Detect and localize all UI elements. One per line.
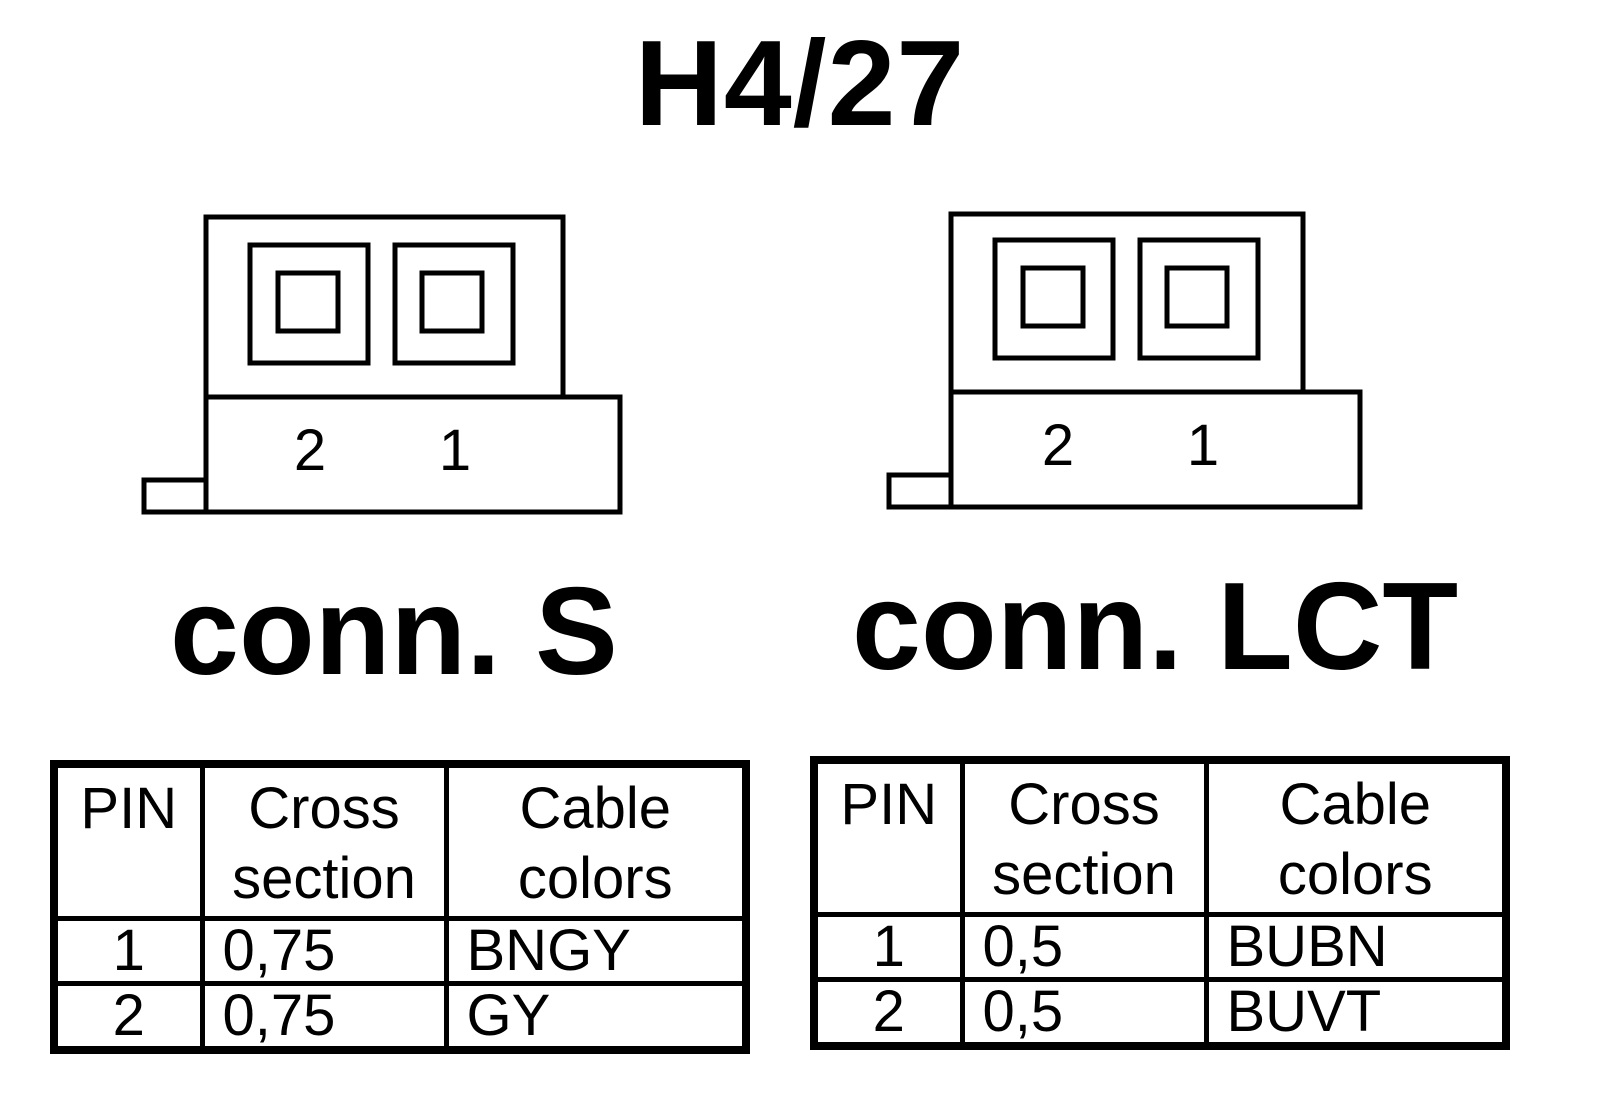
cable-color-cell: BNGY [443, 916, 749, 986]
connector-lct-label: conn. LCT [852, 558, 1459, 696]
connector-lct-pin-2-label: 2 [1042, 413, 1074, 478]
cross-section-cell: 0,5 [959, 977, 1209, 1049]
connector-lct-latch [886, 472, 954, 510]
pin-header: PIN [811, 757, 965, 917]
connector-s-drawing: 2 1 [141, 214, 623, 515]
table-row: 2 0,75 GY [51, 981, 749, 1053]
pin-cell: 1 [811, 912, 965, 982]
pin-cell: 2 [811, 977, 965, 1049]
cross-section-cell: 0,5 [959, 912, 1209, 982]
connector-s-latch [141, 477, 209, 515]
pin-header: PIN [51, 761, 205, 921]
table-row: 2 0,5 BUVT [811, 977, 1509, 1049]
connector-lct-pin-1-label: 1 [1187, 413, 1219, 478]
diagram-title: H4/27 [634, 15, 966, 151]
connector-lct-cavity-2 [992, 237, 1116, 361]
connector-lct-terminal-2 [1020, 265, 1086, 329]
connector-s-pin-1-label: 1 [439, 418, 471, 483]
connector-s-pin-2-label: 2 [294, 418, 326, 483]
cable-color-cell: GY [443, 981, 749, 1053]
connector-s-cavity-2 [247, 242, 371, 366]
connector-s-base [203, 394, 623, 515]
connector-s-cavity-1 [392, 242, 516, 366]
table-row: 1 0,75 BNGY [51, 916, 749, 986]
connector-lct-cavity-1 [1137, 237, 1261, 361]
connector-lct-base [948, 389, 1363, 510]
connector-s-terminal-2 [275, 270, 341, 334]
connector-s-terminal-1 [419, 270, 485, 334]
pin-cell: 2 [51, 981, 205, 1053]
cross-section-cell: 0,75 [199, 981, 449, 1053]
table-row: 1 0,5 BUBN [811, 912, 1509, 982]
cable-color-cell: BUBN [1203, 912, 1509, 982]
connector-s-label: conn. S [170, 563, 618, 701]
cable-color-cell: BUVT [1203, 977, 1509, 1049]
pin-cell: 1 [51, 916, 205, 986]
cross-section-cell: 0,75 [199, 916, 449, 986]
connector-lct-drawing: 2 1 [886, 211, 1363, 510]
connector-lct-terminal-1 [1164, 265, 1230, 329]
